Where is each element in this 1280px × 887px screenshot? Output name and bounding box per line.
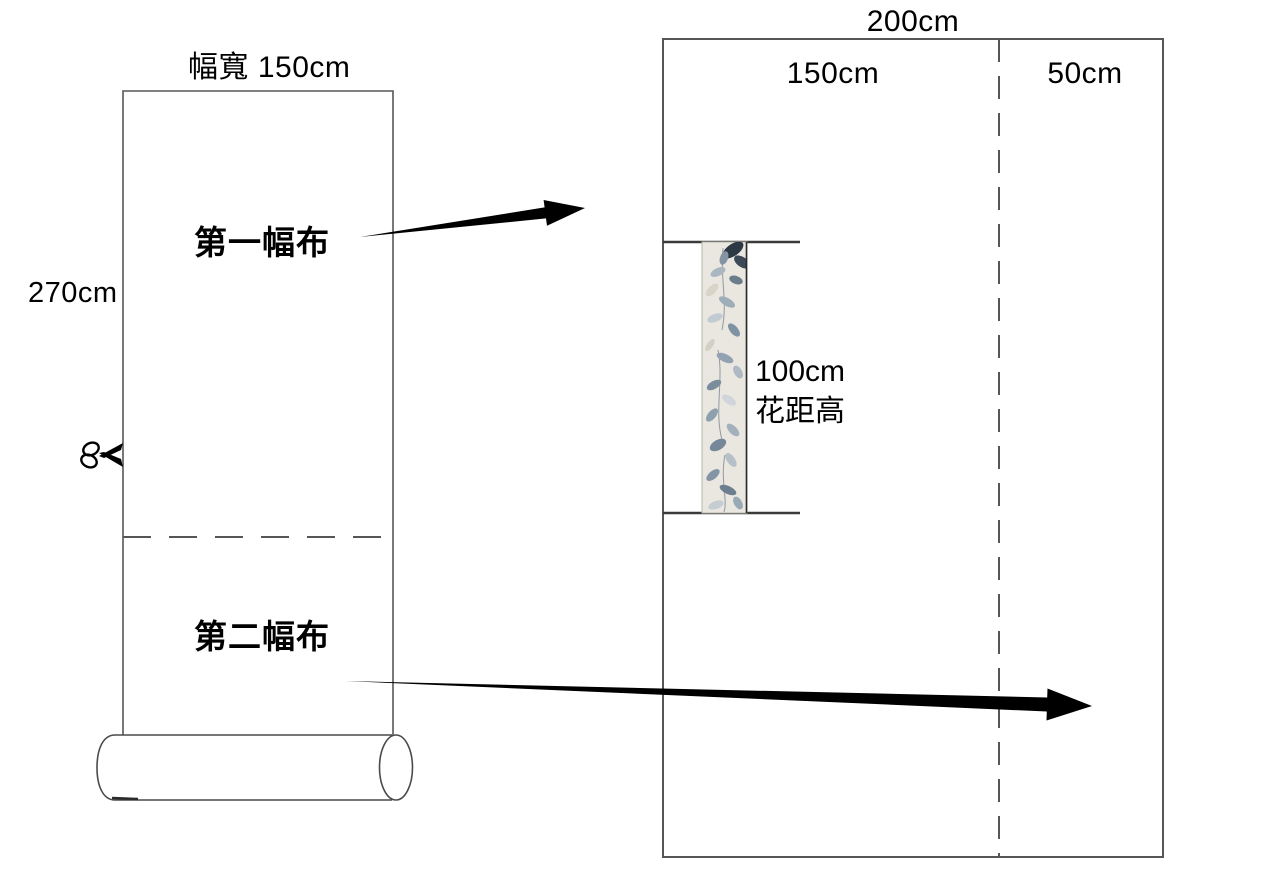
fabric-width-label: 幅寬 150cm (188, 51, 351, 84)
floral-fabric-strip (701, 241, 748, 514)
fabric-length-label: 270cm (28, 277, 118, 309)
pattern-height-value: 100cm (755, 355, 846, 388)
second-panel-label: 第二幅布 (194, 618, 330, 655)
pattern-height-caption: 花距高 (755, 394, 845, 428)
curtain-panel-rectangle (662, 38, 1164, 858)
curtain-side-width-label: 50cm (1047, 57, 1123, 90)
pattern-height-label: 100cm 花距高 (755, 352, 845, 432)
second-panel-arrow (345, 681, 1092, 721)
fabric-roll (96, 734, 414, 801)
fabric-length-rectangle (122, 90, 394, 735)
fabric-roll-end-cap (378, 734, 414, 801)
first-panel-label: 第一幅布 (194, 224, 330, 261)
scissors-icon (80, 441, 123, 469)
curtain-main-width-label: 150cm (786, 57, 880, 90)
first-panel-arrow (360, 200, 585, 237)
curtain-total-width-label: 200cm (866, 5, 960, 38)
